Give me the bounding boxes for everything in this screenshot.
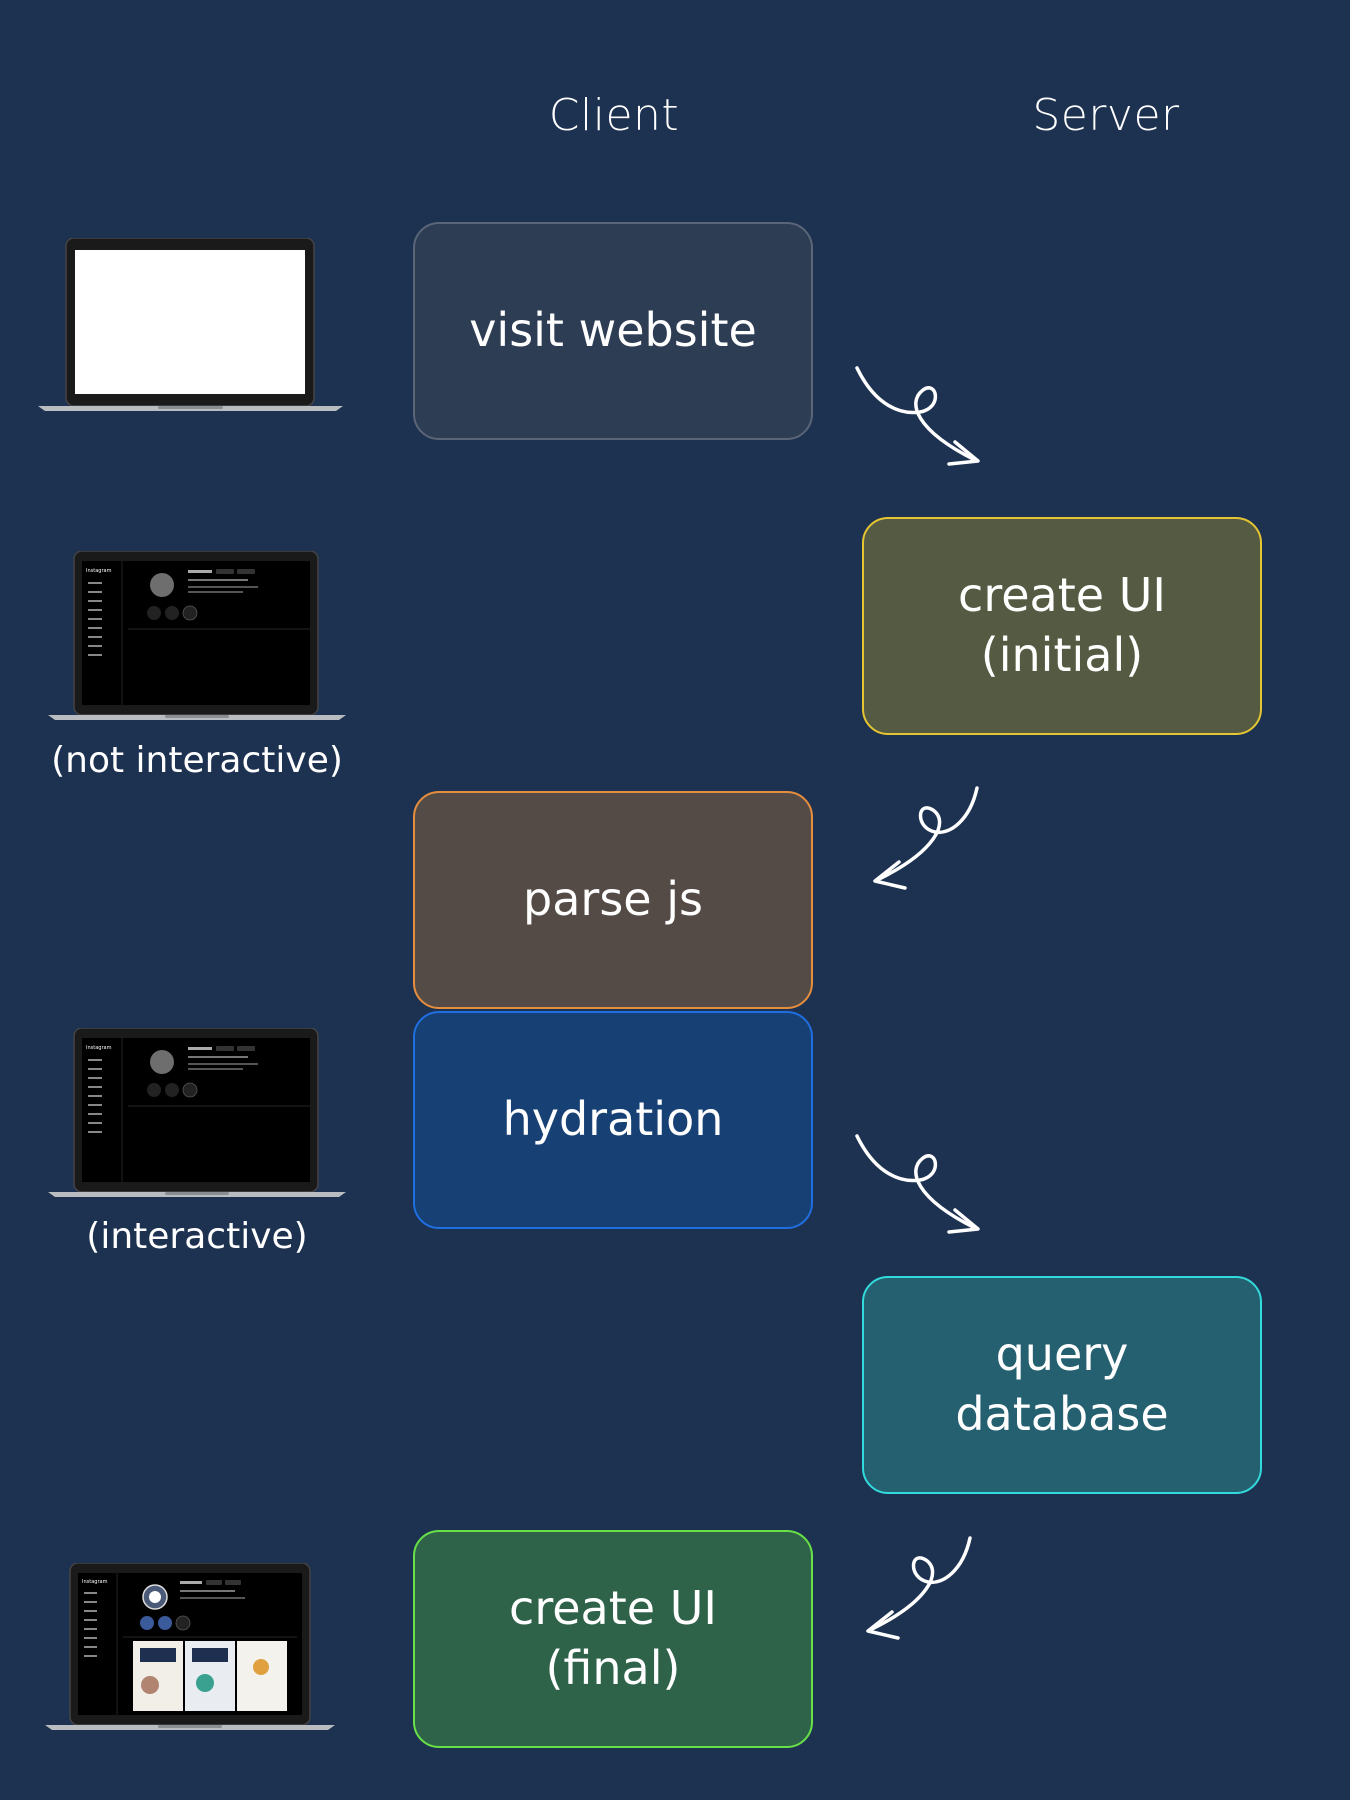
server-column-header: Server [1032,90,1180,141]
arrow-client-to-server-2 [855,1134,980,1234]
client-column-header: Client [548,90,680,141]
laptop-app-name: Instagram [86,568,112,574]
laptop-blank-screen [38,238,343,411]
arrow-server-to-client-1 [873,786,979,890]
step-hydration: hydration [413,1011,813,1229]
laptop-initial-ui: Instagram [48,551,346,720]
laptop-app-name: Instagram [86,1045,112,1051]
arrow-client-to-server-1 [855,366,980,466]
step-create-ui-initial: create UI (initial) [862,517,1262,735]
step-visit-website: visit website [413,222,813,440]
step-query-database: query database [862,1276,1262,1494]
step-create-ui-final: create UI (final) [413,1530,813,1748]
laptop-app-name: Instagram [82,1579,108,1585]
laptop-final-ui: Instagram [45,1563,335,1730]
caption-interactive: (interactive) [86,1216,308,1257]
arrow-server-to-client-2 [866,1536,972,1640]
caption-not-interactive: (not interactive) [51,740,343,781]
laptop-hydrated-ui: Instagram [48,1028,346,1197]
step-parse-js: parse js [413,791,813,1009]
